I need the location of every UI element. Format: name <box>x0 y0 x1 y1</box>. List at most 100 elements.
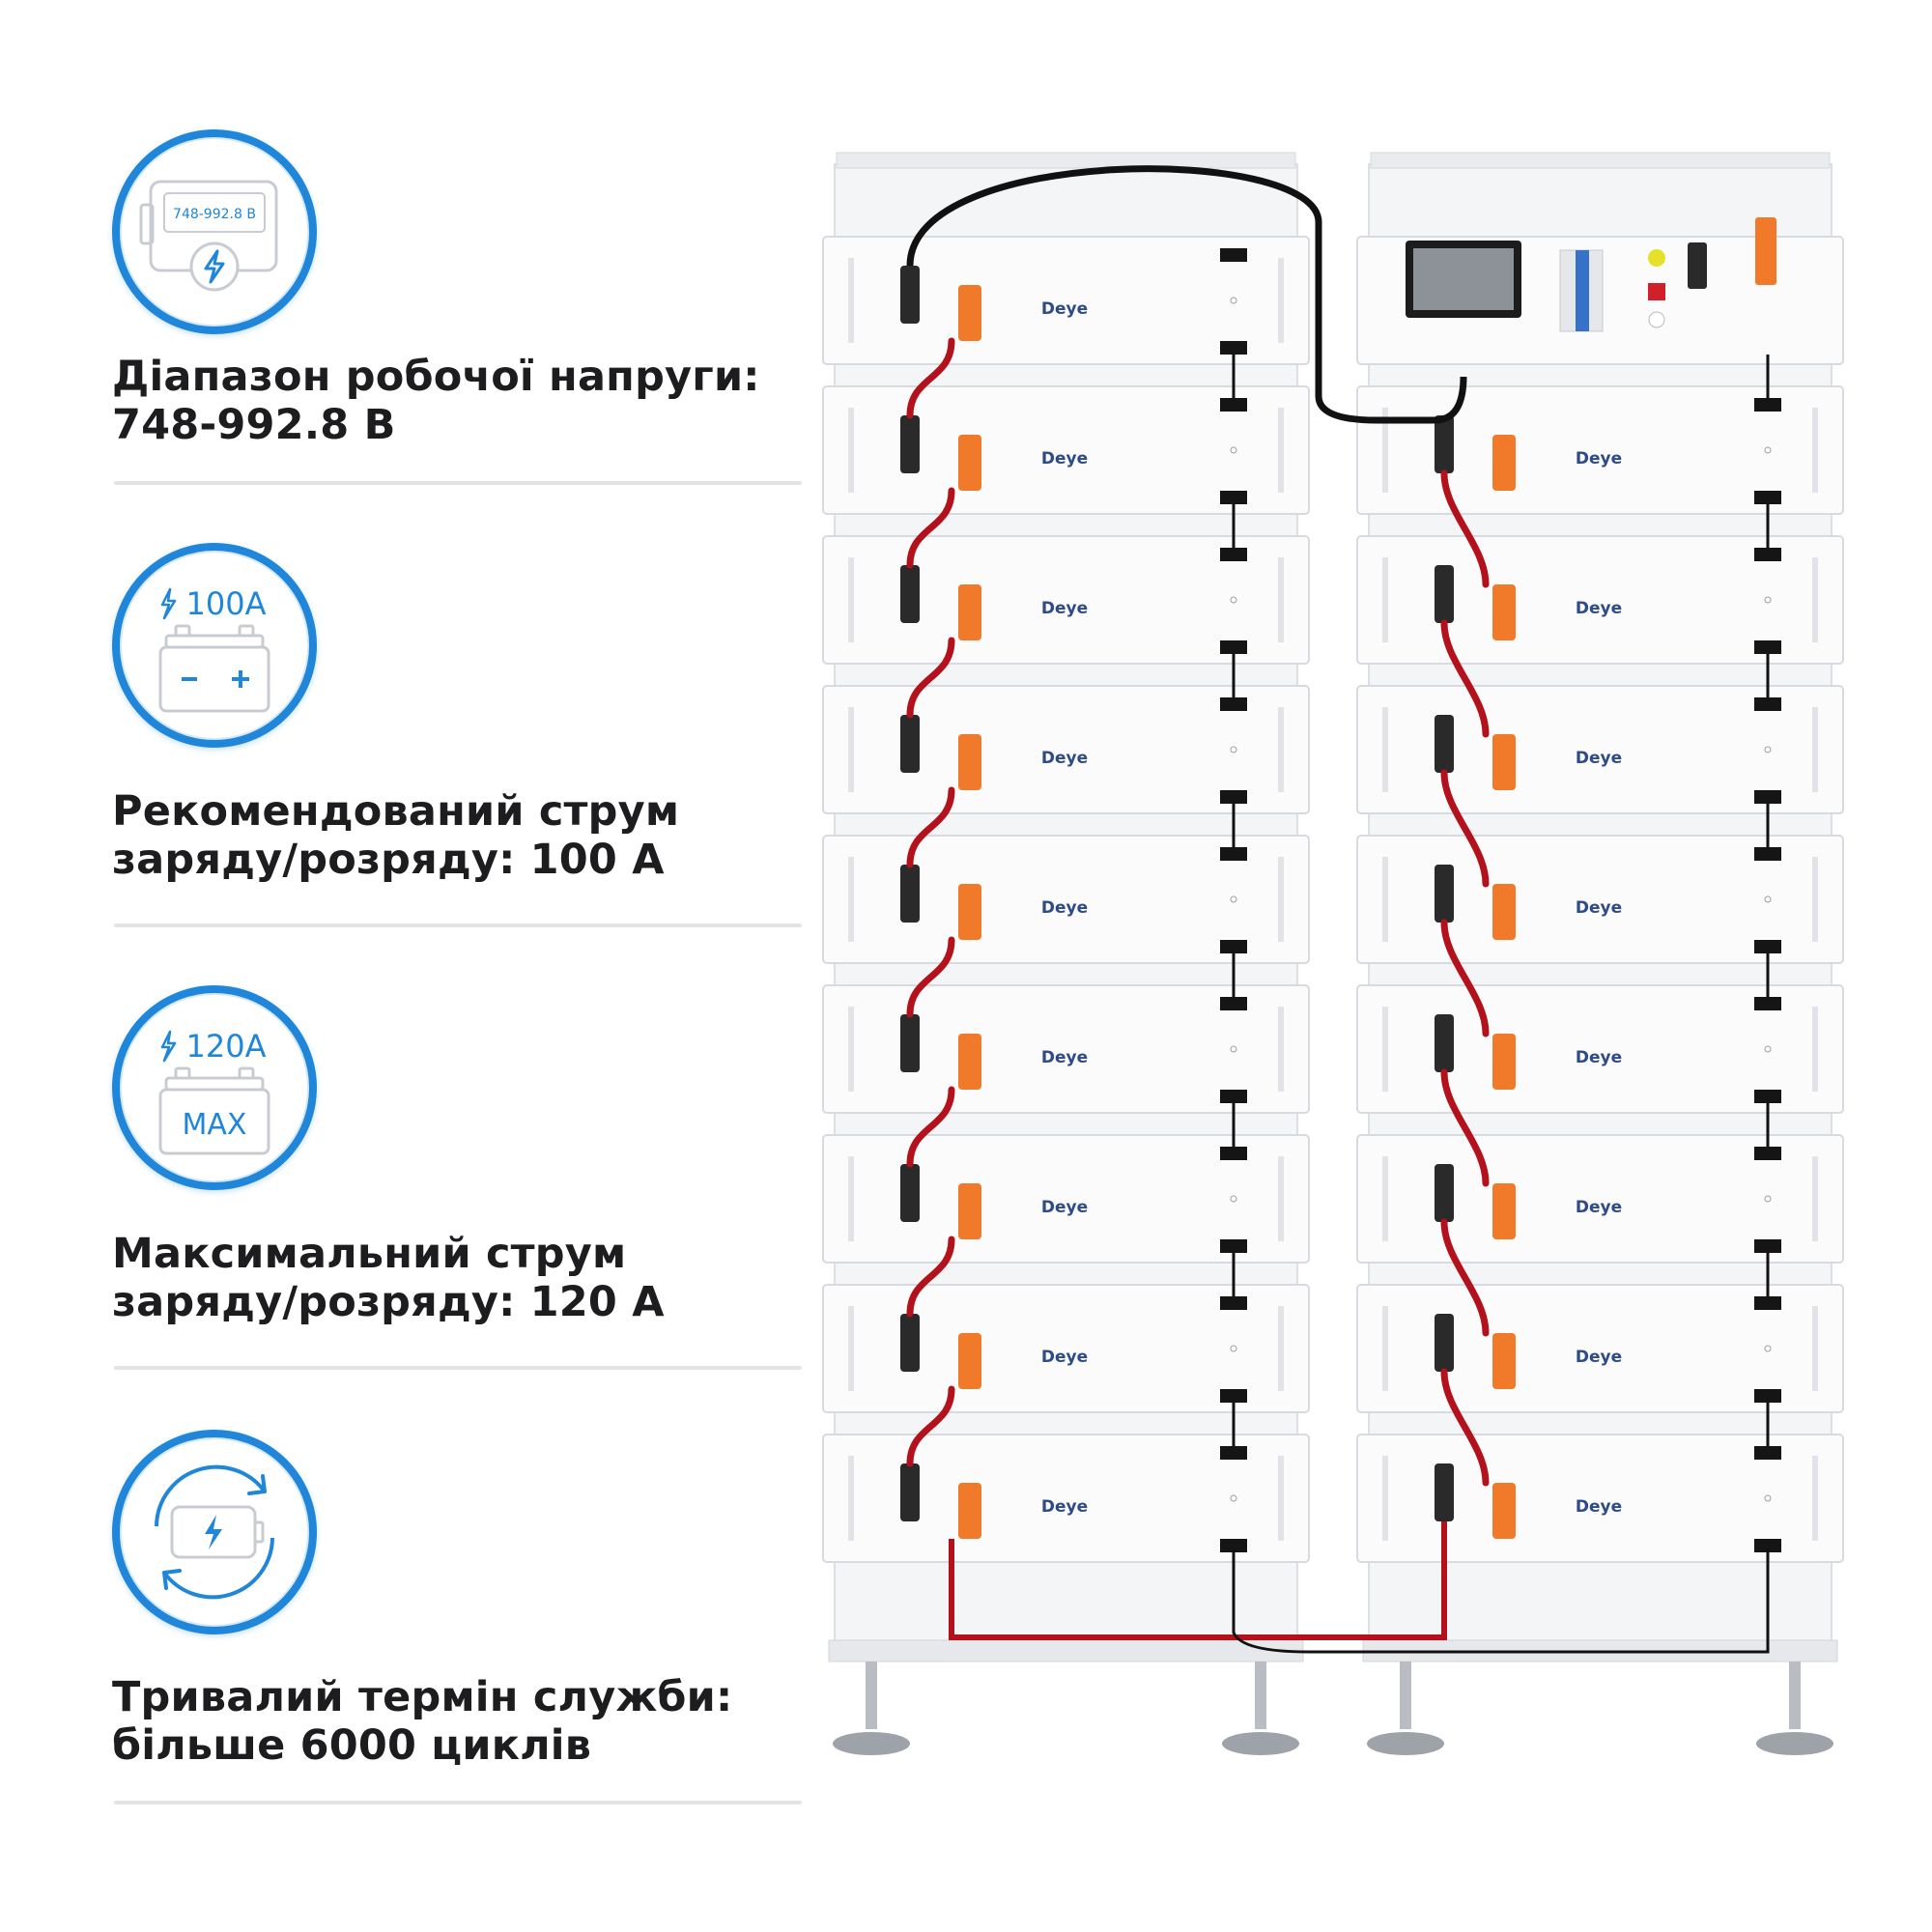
battery-module <box>822 236 1310 365</box>
feature-voltage-line1: Діапазон робочої напруги: <box>112 353 760 401</box>
battery-rack-svg: DeyeDeyeDeyeDeyeDeyeDeyeDeyeDeyeDeyeDeye… <box>822 152 1844 1755</box>
module-port <box>1754 790 1781 804</box>
brand-logo: Deye <box>1041 1348 1088 1367</box>
module-handle <box>1812 1456 1818 1541</box>
module-indicator <box>1230 297 1237 304</box>
module-port <box>1220 940 1247 953</box>
main-negative-cable <box>906 165 1467 424</box>
module-port <box>1220 1147 1247 1160</box>
divider <box>114 1366 802 1370</box>
module-port <box>1220 341 1247 355</box>
module-port <box>1754 640 1781 654</box>
rack-foot-stem <box>1255 1662 1266 1729</box>
module-port <box>1754 997 1781 1010</box>
battery-module <box>822 984 1310 1114</box>
status-light <box>1648 249 1665 267</box>
module-port <box>1220 548 1247 561</box>
connector-positive <box>1492 734 1516 790</box>
module-indicator <box>1764 446 1772 454</box>
rack-foot <box>1367 1732 1444 1755</box>
module-indicator <box>1230 1195 1237 1203</box>
current-icon-label: 100A <box>186 585 267 622</box>
voltage-battery-icon: 748-992.8 B <box>112 129 317 334</box>
module-handle <box>848 1456 854 1541</box>
battery-module <box>1356 1434 1844 1563</box>
connector-positive <box>1492 584 1516 640</box>
connector-positive <box>958 1483 981 1539</box>
module-handle <box>1812 1007 1818 1092</box>
battery-module <box>1356 1284 1844 1413</box>
module-indicator <box>1230 596 1237 604</box>
brand-logo: Deye <box>1576 1198 1622 1217</box>
brand-logo: Deye <box>1041 599 1088 618</box>
module-handle <box>1278 408 1284 493</box>
feature-voltage-text: Діапазон робочої напруги: 748-992.8 В <box>112 353 808 449</box>
divider <box>114 1801 802 1804</box>
connector-negative <box>1435 865 1454 923</box>
rack-foot-stem <box>866 1662 877 1729</box>
brand-logo: Deye <box>1041 1497 1088 1517</box>
brand-logo: Deye <box>1041 749 1088 768</box>
module-handle <box>1278 1306 1284 1391</box>
brand-logo: Deye <box>1576 449 1622 469</box>
connector-positive <box>958 1183 981 1239</box>
divider <box>114 481 802 485</box>
battery-module <box>1356 835 1844 964</box>
module-handle <box>1382 408 1388 493</box>
feature-recommended-current-line1: Рекомендований струм <box>112 787 680 836</box>
feature-lifetime-line1: Тривалий термін служби: <box>112 1673 733 1721</box>
module-handle <box>848 1306 854 1391</box>
module-port <box>1754 1446 1781 1460</box>
rack-foot <box>833 1732 910 1755</box>
module-indicator <box>1230 895 1237 903</box>
connector-positive <box>1492 1183 1516 1239</box>
connector-positive <box>958 584 981 640</box>
brand-logo: Deye <box>1576 898 1622 918</box>
battery-module <box>822 835 1310 964</box>
module-port <box>1754 1239 1781 1253</box>
connector-positive <box>1492 435 1516 491</box>
series-cable-left <box>906 337 955 1467</box>
brand-logo: Deye <box>1041 1048 1088 1067</box>
connector-negative <box>1435 1014 1454 1072</box>
module-port <box>1754 1090 1781 1103</box>
max-current-icon-label: 120A <box>186 1028 267 1065</box>
brand-logo: Deye <box>1576 1497 1622 1517</box>
module-port <box>1754 940 1781 953</box>
feature-max-current-line1: Максимальний струм <box>112 1230 627 1278</box>
module-handle <box>1278 1007 1284 1092</box>
module-indicator <box>1764 596 1772 604</box>
max-badge: MAX <box>183 1108 247 1142</box>
battery-cycle-icon <box>112 1430 317 1634</box>
module-handle <box>1278 258 1284 343</box>
comm-cable-bottom <box>1232 1548 1770 1654</box>
brand-logo: Deye <box>1041 898 1088 918</box>
module-handle <box>1278 1456 1284 1541</box>
connector-negative <box>900 865 920 923</box>
breaker-switch <box>1576 250 1589 331</box>
module-handle <box>1812 857 1818 942</box>
battery-module <box>1356 535 1844 665</box>
connector-positive <box>958 734 981 790</box>
connector-negative <box>1435 1463 1454 1521</box>
connector-negative <box>1435 715 1454 773</box>
module-port <box>1220 1446 1247 1460</box>
module-port <box>1220 1239 1247 1253</box>
connector-positive <box>958 435 981 491</box>
connector-negative <box>900 415 920 473</box>
module-handle <box>848 258 854 343</box>
brand-logo: Deye <box>1576 1348 1622 1367</box>
series-cable-right <box>1440 469 1490 1487</box>
main-negative-connector <box>1688 242 1707 289</box>
connector-negative <box>900 1164 920 1222</box>
module-port <box>1220 1296 1247 1310</box>
module-handle <box>848 557 854 642</box>
module-handle <box>1278 1156 1284 1241</box>
module-port <box>1220 997 1247 1010</box>
brand-logo: Deye <box>1576 1048 1622 1067</box>
feature-voltage-line2: 748-992.8 В <box>112 401 396 449</box>
feature-max-current-text: Максимальний струм заряду/розряду: 120 А <box>112 1230 808 1326</box>
module-port <box>1220 1090 1247 1103</box>
connector-negative <box>900 1014 920 1072</box>
